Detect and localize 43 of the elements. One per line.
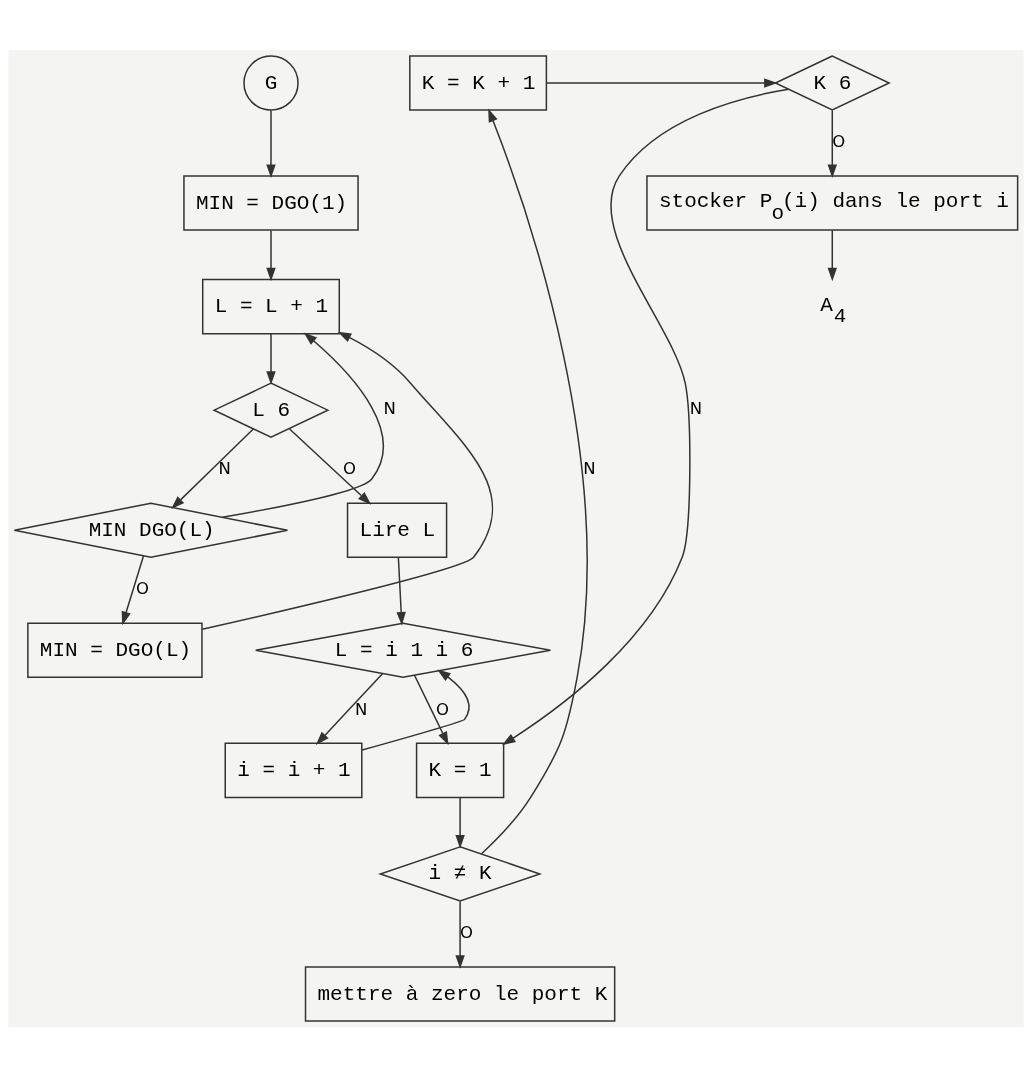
edge-label: O xyxy=(436,699,450,719)
arrow xyxy=(455,900,465,969)
edge-label: N xyxy=(689,398,703,418)
node-box: K = 1 xyxy=(415,742,505,798)
node-box: Lire L xyxy=(346,502,448,558)
arrow xyxy=(266,109,276,178)
edge-label: O xyxy=(135,578,149,598)
arrow xyxy=(315,672,384,745)
arrow xyxy=(827,109,837,178)
edge-label: N xyxy=(383,398,396,418)
edge-label: N xyxy=(583,458,596,478)
arrow xyxy=(413,674,449,745)
node-box: MIN = DGO(L) xyxy=(27,622,203,678)
arrow xyxy=(121,554,145,625)
edge-label: N xyxy=(218,458,231,478)
node-diamond: K 6 xyxy=(773,54,891,111)
arrow xyxy=(502,88,790,745)
arrow xyxy=(201,331,494,630)
arrow xyxy=(396,556,406,626)
node-diamond: MIN DGO(L) xyxy=(13,501,289,558)
node-box: mettre à zero le port K xyxy=(304,965,616,1022)
arrow xyxy=(361,668,470,751)
arrow xyxy=(266,332,276,385)
arrow xyxy=(827,229,837,281)
edge-label: O xyxy=(460,922,474,942)
arrow xyxy=(171,427,255,509)
node-diamond: L = i 1 i 6 xyxy=(254,622,552,678)
arrow xyxy=(545,77,778,88)
edge-label: O xyxy=(832,131,846,151)
arrow xyxy=(288,427,372,505)
node-diamond: L 6 xyxy=(212,381,330,438)
arrow xyxy=(480,108,588,855)
edge-label: N xyxy=(355,699,368,719)
node-diamond: i ≠ K xyxy=(378,845,543,902)
edge-label: O xyxy=(343,458,357,478)
node-box: i = i + 1 xyxy=(224,742,363,798)
node-box: MIN = DGO(1) xyxy=(183,174,359,231)
arrow xyxy=(455,796,465,849)
node-box: K = K + 1 xyxy=(409,54,548,111)
node-box: L = L + 1 xyxy=(201,278,341,334)
arrow xyxy=(221,332,385,518)
arrow xyxy=(266,229,276,281)
node-circle: G xyxy=(243,54,299,111)
